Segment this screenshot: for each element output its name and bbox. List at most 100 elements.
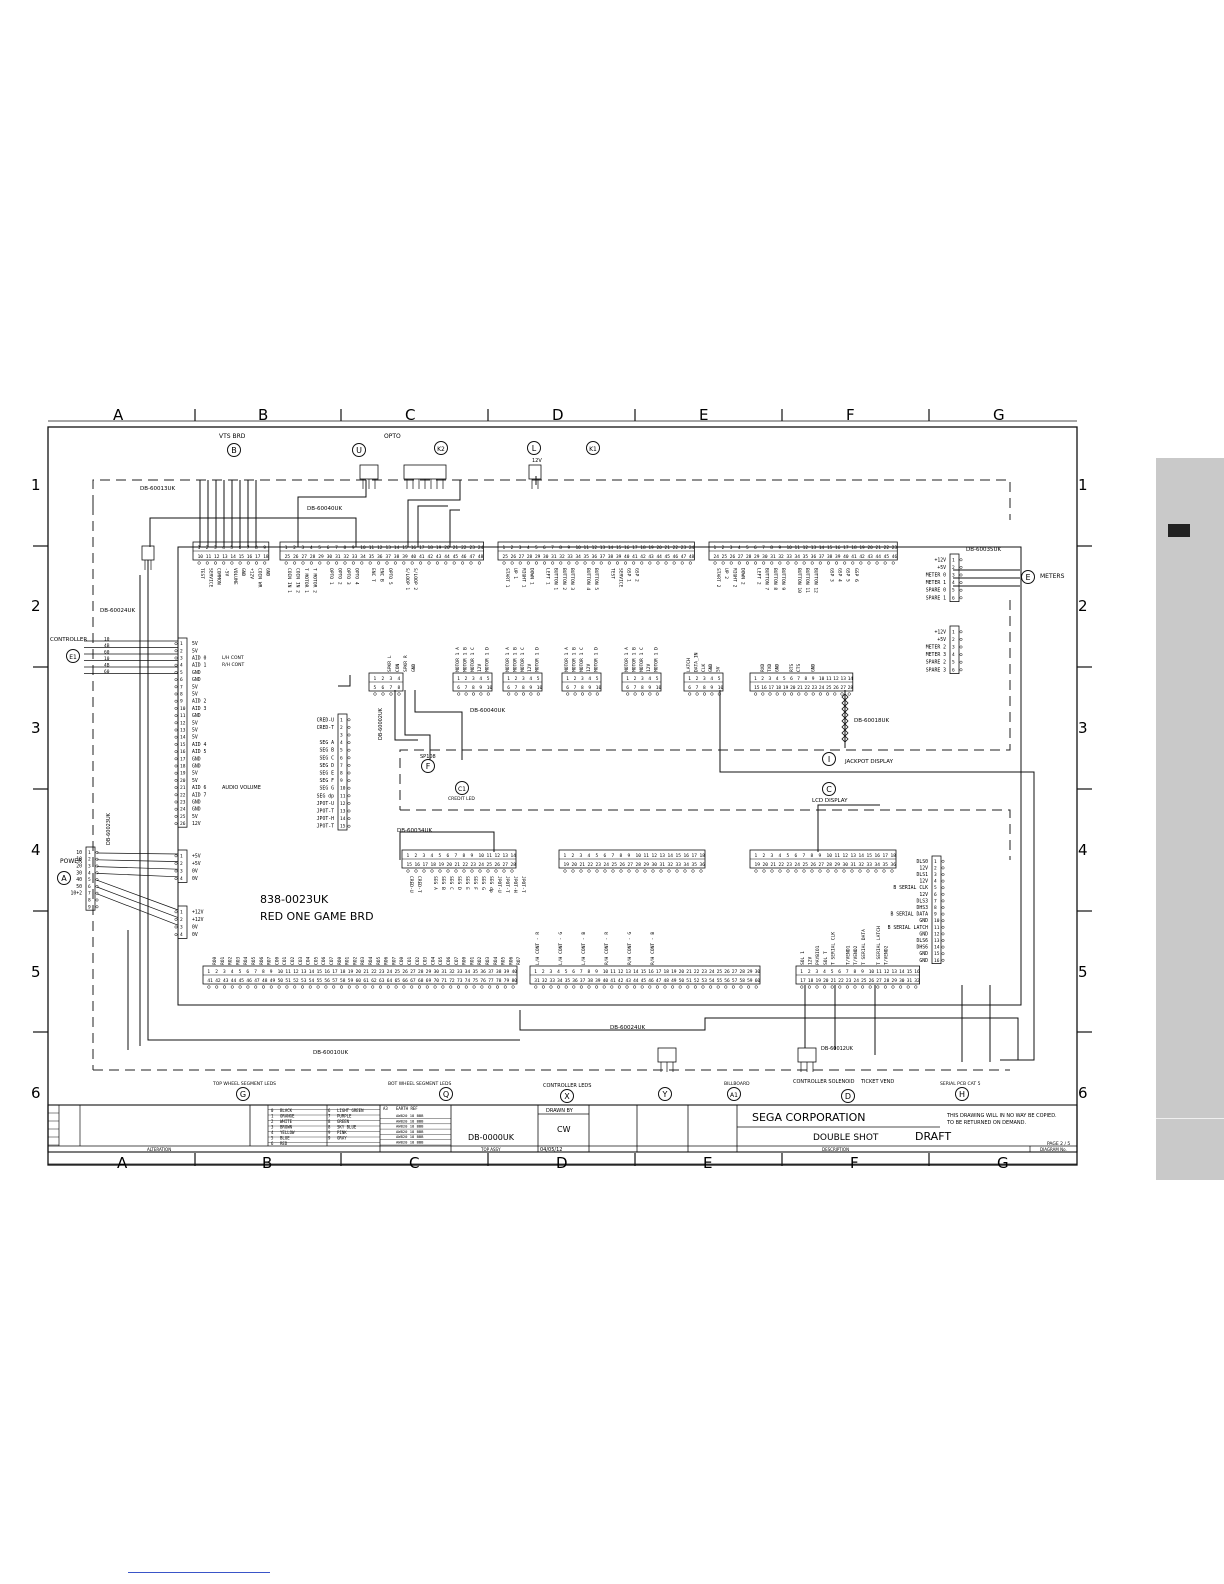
svg-text:5: 5 (746, 545, 749, 551)
svg-text:28: 28 (848, 685, 854, 691)
svg-text:13: 13 (811, 545, 817, 551)
svg-text:37: 37 (386, 554, 392, 560)
svg-text:10: 10 (636, 853, 642, 859)
zone-row-right: 1 (1078, 476, 1088, 494)
svg-text:58: 58 (340, 978, 346, 984)
svg-text:26: 26 (511, 554, 517, 560)
plug-u (359, 464, 379, 489)
svg-text:36: 36 (891, 862, 897, 868)
svg-text:4: 4 (710, 676, 713, 682)
pin-label: CO2 (290, 956, 296, 965)
pin-label: AID 4 (192, 742, 207, 748)
svg-text:19: 19 (564, 862, 570, 868)
svg-text:16: 16 (180, 749, 186, 755)
svg-text:6: 6 (790, 676, 793, 682)
svg-text:6: 6 (382, 685, 385, 691)
color-key-name: PINK (337, 1130, 347, 1135)
pin-label: SERVICE (207, 568, 213, 588)
svg-text:13: 13 (660, 853, 666, 859)
color-key-num: 7 (328, 1114, 331, 1119)
svg-text:4: 4 (588, 676, 591, 682)
svg-text:6: 6 (626, 685, 629, 691)
svg-text:15: 15 (239, 554, 245, 560)
svg-text:7: 7 (797, 676, 800, 682)
svg-text:10: 10 (603, 969, 609, 975)
svg-text:28: 28 (746, 554, 752, 560)
callout-bubble (560, 1089, 574, 1103)
harness-db60010: DB-60010UK (313, 1050, 349, 1056)
svg-text:34: 34 (360, 554, 366, 560)
pin-label: L/H CONT - R (535, 932, 541, 965)
pin-label: SOL 1 (800, 951, 806, 965)
svg-text:46: 46 (892, 554, 898, 560)
svg-text:5: 5 (783, 676, 786, 682)
svg-text:9: 9 (648, 685, 651, 691)
svg-text:21: 21 (580, 862, 586, 868)
svg-text:7: 7 (574, 685, 577, 691)
color-key-num: 6 (271, 1141, 274, 1146)
svg-text:40: 40 (512, 969, 518, 975)
pin-label: MOTOR 1 B (462, 647, 468, 672)
connector-jackpot-serial: 1152163174185196207218229231024112512261… (749, 672, 854, 696)
pin-label: JPOT-T (520, 876, 526, 893)
svg-text:13: 13 (626, 969, 632, 975)
zone-row-right: 4 (1078, 841, 1088, 859)
svg-text:11: 11 (835, 853, 841, 859)
svg-text:59: 59 (747, 978, 753, 984)
svg-text:55: 55 (317, 978, 323, 984)
svg-text:11: 11 (934, 925, 940, 931)
svg-text:7: 7 (696, 685, 699, 691)
pin-label: CO1 (282, 956, 288, 965)
drawn-by-label: DRAWN BY (546, 1108, 574, 1114)
callout-bubble (352, 443, 366, 457)
svg-text:2: 2 (634, 676, 637, 682)
callout-letter: D (845, 1092, 851, 1101)
svg-text:25: 25 (395, 969, 401, 975)
svg-text:44: 44 (656, 554, 662, 560)
game-board-outline (177, 546, 1022, 1006)
svg-text:1: 1 (626, 676, 629, 682)
pin-label: JPOT-T (504, 876, 510, 893)
svg-text:5: 5 (439, 853, 442, 859)
svg-text:21: 21 (771, 862, 777, 868)
svg-text:22: 22 (461, 545, 467, 551)
svg-text:21: 21 (797, 685, 803, 691)
svg-text:14: 14 (819, 545, 825, 551)
pin-label: RO7 (516, 956, 522, 965)
svg-text:5: 5 (952, 588, 955, 594)
svg-text:7: 7 (455, 853, 458, 859)
callout-letter: B (231, 446, 237, 455)
svg-text:19: 19 (348, 969, 354, 975)
svg-text:22: 22 (779, 862, 785, 868)
svg-text:1: 1 (180, 853, 183, 859)
svg-text:32: 32 (559, 554, 565, 560)
top-assy-label: TOP ASSY (480, 1147, 501, 1152)
pin-label: COIN WR (257, 568, 263, 588)
svg-text:3: 3 (581, 676, 584, 682)
callout-letter: H (959, 1090, 965, 1099)
pin-label: MOTOR 1 A (455, 647, 461, 672)
connector-cn-opto: 1252263274285296307318329331034113512361… (279, 541, 485, 593)
pin-label: SEG A (432, 876, 438, 890)
pin-label: +12V (934, 557, 946, 563)
pin-label: SPARE 0 (926, 588, 946, 594)
pin-label: CRED-T (317, 725, 334, 731)
pin-label: COIN IN 2 (295, 568, 301, 593)
pin-label: GND (192, 764, 201, 770)
svg-text:15: 15 (827, 545, 833, 551)
pin-label: OPTO 5 (387, 568, 393, 585)
svg-text:21: 21 (686, 969, 692, 975)
svg-text:70: 70 (434, 978, 440, 984)
svg-text:13: 13 (301, 969, 307, 975)
svg-text:31: 31 (907, 978, 913, 984)
pin-label: +5V (192, 853, 201, 859)
pin-label: SEG B (320, 748, 335, 754)
pin-label: DOWN 1 (528, 568, 534, 585)
svg-text:36: 36 (377, 554, 383, 560)
svg-text:51: 51 (686, 978, 692, 984)
svg-text:26: 26 (730, 554, 736, 560)
pin-label: 12V (919, 879, 928, 885)
callout-bubble (434, 441, 448, 455)
svg-text:9: 9 (778, 545, 781, 551)
sp108-label: SP108 (420, 754, 436, 760)
